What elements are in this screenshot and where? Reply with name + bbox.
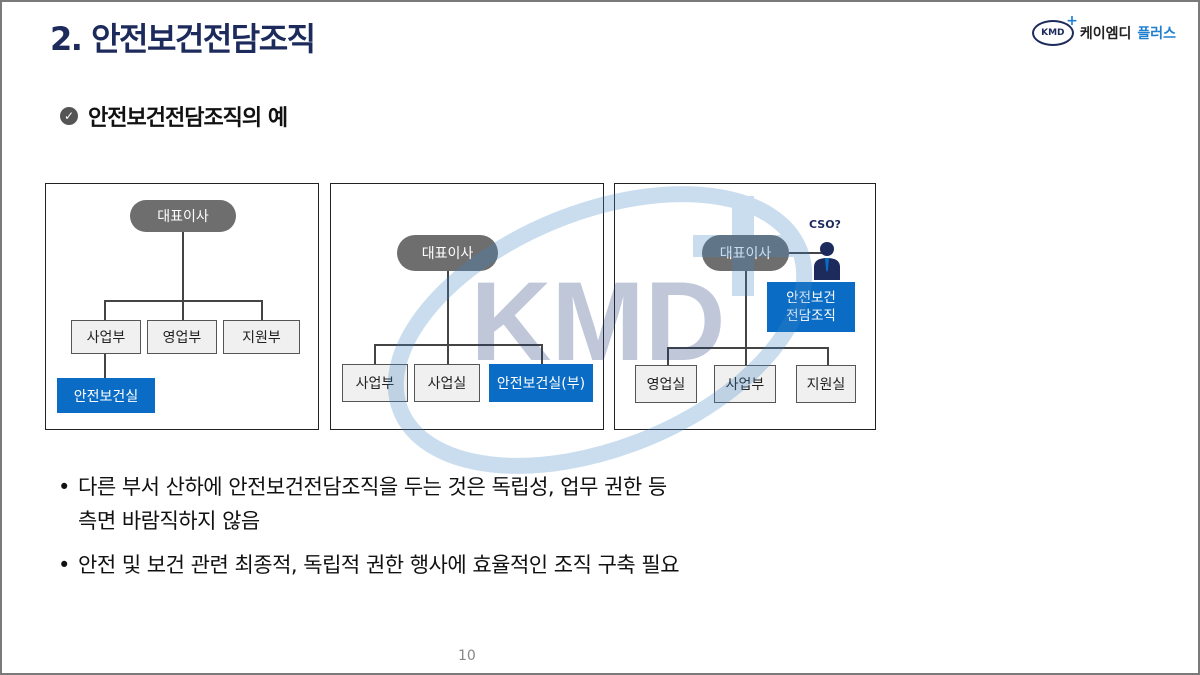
dept-node: 영업실 [635,365,697,403]
dept-node: 사업부 [714,365,776,403]
dept-node: 사업부 [71,320,141,354]
check-circle-icon: ✓ [60,107,78,125]
org-chart-3: 대표이사 CSO? 안전보건 전담조직 영업실 사업부 지원실 [614,183,876,430]
dept-node: 지원부 [223,320,300,354]
logo-text-secondary: 플러스 [1137,26,1176,42]
org-chart-1: 대표이사 사업부 영업부 지원부 안전보건실 [45,183,319,430]
page-number: 10 [458,648,476,664]
bullet-item: 안전 및 보건 관련 최종적, 독립적 권한 행사에 효율적인 조직 구축 필요 [58,548,680,582]
cso-label: CSO? [809,218,841,231]
ceo-node: 대표이사 [130,200,236,232]
company-logo: KMD+ 케이엠디 플러스 [1031,13,1176,46]
dept-node: 영업부 [147,320,217,354]
org-chart-2: 대표이사 사업부 사업실 안전보건실(부) [330,183,604,430]
section-heading-text: 안전보건전담조직의 예 [88,106,288,131]
safety-org-node: 안전보건 전담조직 [767,282,855,332]
dept-node: 지원실 [796,365,856,403]
ceo-node: 대표이사 [702,235,789,271]
safety-org-line-1: 안전보건 [786,290,836,306]
kmd-logo-icon: KMD+ [1031,13,1078,46]
dept-node: 사업부 [342,364,408,402]
dept-node: 사업실 [414,364,480,402]
logo-text-primary: 케이엠디 [1079,26,1132,42]
safety-org-line-2: 전담조직 [786,308,836,324]
bullet-item: 다른 부서 산하에 안전보건전담조직을 두는 것은 독립성, 업무 권한 등 측… [58,470,679,538]
ceo-node: 대표이사 [397,235,498,271]
bullet-1-line-1: 다른 부서 산하에 안전보건전담조직을 두는 것은 독립성, 업무 권한 등 [78,475,667,499]
section-heading: ✓ 안전보건전담조직의 예 [60,100,288,132]
slide-title: 2. 안전보건전담조직 [50,20,316,58]
person-icon [811,240,843,282]
safety-office-node: 안전보건실(부) [489,364,593,402]
bullet-list: 다른 부서 산하에 안전보건전담조직을 두는 것은 독립성, 업무 권한 등 측… [58,470,680,582]
bullet-1-line-2: 측면 바람직하지 않음 [78,509,260,533]
safety-office-node: 안전보건실 [57,378,155,413]
